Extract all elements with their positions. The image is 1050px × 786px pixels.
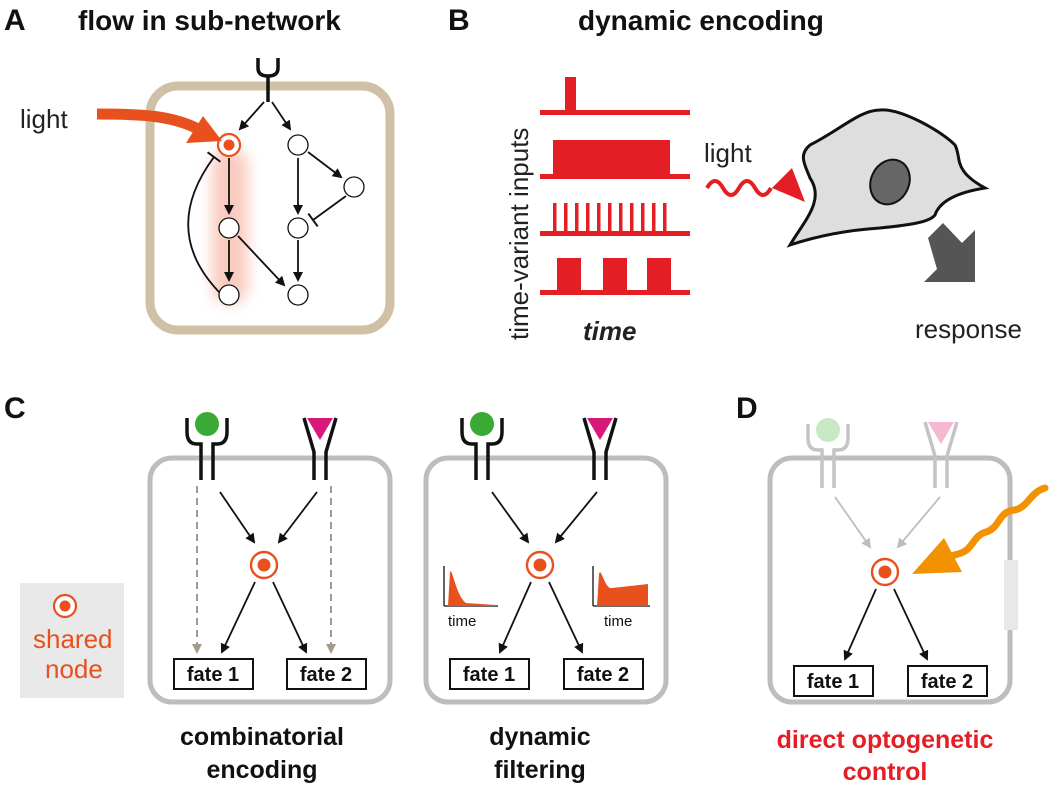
inhibition-far-right-to-right-mid — [307, 195, 347, 228]
time-label: time — [583, 316, 636, 346]
fate2-box — [907, 665, 988, 697]
combinatorial-encoding-cell: fate 1 fate 2 combinatorial encoding — [147, 412, 393, 784]
receptor-green-icon — [460, 418, 504, 480]
edge-right-top-to-far-right — [307, 151, 343, 179]
edge-magenta-to-node-faded — [896, 496, 941, 549]
response-label: response — [915, 314, 1022, 344]
inset-transient-response: time — [443, 566, 498, 630]
receptor-magenta-faded-icon — [923, 421, 959, 488]
panel-a-letter: A — [4, 4, 26, 37]
light-wave-icon — [940, 484, 1049, 562]
fate1-label: fate 1 — [187, 664, 239, 686]
edge-green-to-shared — [491, 491, 530, 544]
cell-membrane — [147, 455, 393, 705]
panel-a-light-label: light — [20, 104, 68, 134]
panel-c-letter: C — [4, 392, 26, 425]
edge-shared-to-fate2 — [548, 581, 584, 654]
receptor-magenta-icon — [302, 417, 338, 480]
edge-green-to-node-faded — [834, 496, 872, 549]
fate1-label: fate 1 — [463, 664, 515, 686]
panel-a: A flow in sub-network light — [4, 4, 395, 335]
receptor-green-faded-icon — [806, 424, 850, 488]
light-arrow-shaft — [96, 108, 203, 135]
caption-line-2: encoding — [206, 756, 317, 784]
node-right-bottom — [287, 284, 309, 306]
ligand-magenta-faded-icon — [928, 422, 954, 444]
edge-shared-to-fate1 — [498, 581, 532, 654]
cell-membrane — [145, 81, 395, 335]
edge-left-mid-to-right-bottom — [237, 235, 286, 287]
edge-magenta-to-shared — [277, 491, 318, 544]
edge-shared-to-fate2 — [272, 581, 308, 654]
node-left-bottom — [218, 284, 240, 306]
inset-time-label-left: time — [448, 613, 476, 630]
trace-train — [540, 203, 690, 236]
trace-pulse-train — [540, 258, 690, 295]
receptor-magenta-icon — [582, 417, 618, 480]
node-right-top — [287, 134, 309, 156]
caption-line-2: control — [843, 758, 928, 786]
panel-b: B dynamic encoding time-variant inputs t… — [448, 4, 1022, 346]
light-wave-icon — [705, 179, 773, 197]
nucleus-icon — [869, 158, 911, 206]
caption-line-1: dynamic — [489, 723, 591, 751]
node-far-right — [343, 176, 365, 198]
edge-receptor-to-light-node — [238, 101, 265, 131]
edge-magenta-to-shared — [554, 491, 598, 544]
response-arrow-icon — [924, 223, 975, 282]
fate1-label: fate 1 — [807, 671, 859, 693]
shared-node-legend-label-2: node — [45, 654, 103, 684]
trace-single-pulse — [540, 77, 690, 115]
edge-receptor-to-right-node — [271, 101, 292, 131]
panel-d: D fate 1 fate 2 direct optogenetic contr… — [736, 392, 1049, 786]
edge-node-to-fate2 — [893, 588, 929, 661]
dynamic-filtering-cell: time time fate 1 fate 2 dynamic filterin… — [423, 412, 669, 784]
fate2-box — [286, 658, 367, 690]
fate1-box — [173, 658, 254, 690]
trace-step — [540, 140, 690, 179]
inset-sustained-response: time — [592, 566, 650, 630]
panel-a-title: flow in sub-network — [78, 5, 341, 36]
ligand-green-faded-icon — [816, 418, 840, 442]
caption-line-1: direct optogenetic — [777, 726, 994, 754]
light-wave-arrowhead — [912, 538, 962, 574]
node-left-mid — [218, 217, 240, 239]
caption-line-2: filtering — [494, 756, 586, 784]
input-traces — [540, 77, 690, 295]
shared-node-legend-label-1: shared — [33, 624, 113, 654]
edge-node-to-fate1 — [843, 588, 877, 661]
fate1-box — [793, 665, 874, 697]
panel-d-letter: D — [736, 392, 758, 425]
panel-b-light-label: light — [704, 138, 752, 168]
membrane-gap — [1004, 560, 1018, 630]
node-right-mid — [287, 217, 309, 239]
caption-line-1: combinatorial — [180, 723, 344, 751]
ligand-green-icon — [195, 412, 219, 436]
panel-b-title: dynamic encoding — [578, 5, 824, 36]
time-variant-inputs-label: time-variant inputs — [504, 128, 534, 340]
fate2-label: fate 2 — [577, 664, 629, 686]
cell-membrane — [423, 455, 669, 705]
inset-time-label-right: time — [604, 613, 632, 630]
fate2-label: fate 2 — [921, 671, 973, 693]
panel-b-letter: B — [448, 4, 470, 37]
light-node-core — [223, 139, 235, 151]
fate2-box — [563, 658, 644, 690]
panel-c: C shared node fate 1 fate 2 combinato — [4, 392, 669, 784]
edge-shared-to-fate1 — [220, 581, 256, 654]
receptor-green-icon — [185, 418, 229, 480]
ligand-magenta-icon — [587, 418, 613, 440]
fate2-label: fate 2 — [300, 664, 352, 686]
receptor-icon — [256, 58, 280, 78]
ligand-magenta-icon — [307, 418, 333, 440]
feedback-inhibition — [187, 151, 222, 293]
edge-green-to-shared — [219, 491, 256, 544]
light-wave-arrowhead — [772, 168, 805, 202]
fate1-box — [449, 658, 530, 690]
light-arrow-head — [186, 116, 222, 143]
ligand-green-icon — [470, 412, 494, 436]
